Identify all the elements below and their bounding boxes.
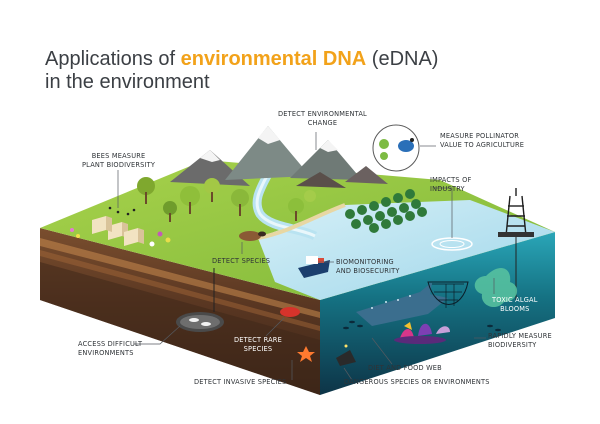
soil-band	[40, 238, 320, 318]
mountain-small	[296, 172, 346, 188]
orchard	[345, 189, 427, 233]
algal-bloom	[474, 268, 518, 308]
oil-rig	[505, 188, 527, 237]
beehives	[92, 206, 144, 246]
mountain-far-right	[345, 166, 388, 184]
label-dangerous-species: DANGEROUS SPECIES OR ENVIRONMENTS	[344, 378, 490, 386]
shoreline	[257, 203, 346, 240]
mountain-center	[225, 126, 310, 180]
yellow-fish	[404, 322, 412, 330]
title-highlight: environmental DNA	[180, 48, 367, 70]
label-diet-food-web: DIET AND FOOD WEB	[368, 364, 442, 372]
title-suffix: (eDNA)	[366, 48, 439, 70]
title-line-2: in the environment	[45, 71, 210, 93]
label-detect-species: DETECT SPECIES	[212, 257, 271, 265]
coral-reef	[394, 323, 450, 344]
page-title: Applications of environmental DNA (eDNA)…	[45, 48, 465, 94]
starfish	[297, 346, 315, 362]
leader-lines	[117, 132, 495, 381]
small-fish	[343, 320, 501, 332]
flowers	[70, 228, 171, 247]
mountain-right	[290, 140, 362, 180]
label-detect-invasive-species: DETECT INVASIVE SPECIES	[194, 378, 287, 386]
rare-species-crab	[280, 307, 300, 317]
forest-left	[137, 177, 316, 222]
anglerfish	[336, 350, 356, 366]
boat	[298, 256, 330, 278]
title-line-1: Applications of environmental DNA (eDNA)	[45, 48, 465, 71]
water-surface	[258, 200, 555, 300]
title-prefix: Applications of	[45, 48, 181, 70]
soil-dark-layer	[40, 262, 320, 395]
fishing-net	[427, 281, 469, 305]
platypus	[239, 231, 261, 241]
soil-band-2	[40, 250, 320, 331]
